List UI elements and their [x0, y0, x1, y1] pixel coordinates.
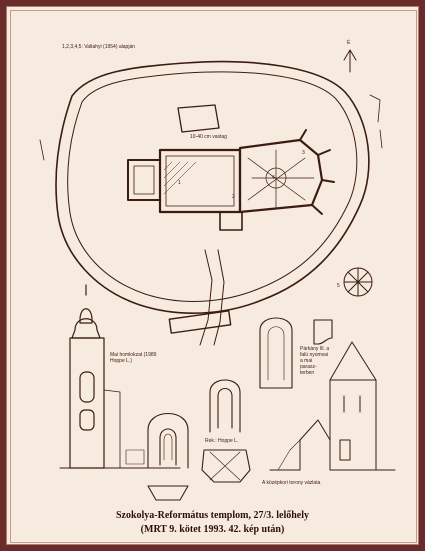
- inner-border: [10, 10, 417, 543]
- plan-number-3: 3: [302, 150, 305, 156]
- south-path: [199, 249, 213, 346]
- north-gatehouse: [177, 104, 220, 133]
- south-gate: [168, 310, 232, 334]
- south-chapel: [219, 211, 243, 231]
- tower-elevation: [59, 284, 181, 469]
- wall-thickness-note: 10-40 cm vastag: [190, 134, 227, 140]
- medieval-tower-sketch: [269, 341, 396, 471]
- outer-enclosure-wall: [55, 60, 370, 315]
- plan-number-1: 1: [178, 180, 181, 186]
- plan-number-4: 4: [272, 175, 275, 181]
- survey-note: 1,2,3,4,5: Valtahyi (1954) alapján: [62, 44, 136, 50]
- rek-note: Rek.: Hoppe L.: [205, 438, 239, 444]
- north-arrow: [343, 49, 357, 73]
- nave-hatching: [163, 161, 197, 195]
- west-tower-inner: [133, 165, 155, 195]
- plan-number-5: 5: [337, 283, 340, 289]
- medieval-tower-note: A középkori torony vázlata: [262, 480, 321, 486]
- caption-line-2: (MRT 9. kötet 1993. 42. kép után): [140, 524, 285, 535]
- west-tower: [127, 159, 161, 201]
- buttresses: [299, 129, 335, 215]
- plan-number-2: 2: [232, 194, 235, 200]
- church-nave: [158, 148, 242, 214]
- church-nave-inner: [165, 155, 235, 207]
- vault-ribs: [247, 149, 315, 209]
- north-letter: É: [347, 40, 351, 46]
- detail-5-rosette: [343, 267, 373, 297]
- tower-note: Mai homlokzat (1989 Hoppe L.): [110, 352, 157, 364]
- vault-boss: [265, 167, 287, 189]
- bracket-detail: [313, 319, 333, 345]
- south-path-2: [213, 249, 225, 346]
- arch-reconstruction: [201, 379, 251, 483]
- window-elevation: [147, 412, 189, 501]
- survey-fragment-east: [369, 94, 383, 149]
- survey-fragment-west: [39, 139, 45, 161]
- caption-line-1: Szokolya-Református templom, 27/3. lelőh…: [115, 510, 310, 521]
- parkany-note: Párkány lII. a falú nyomvai a mai parasz…: [300, 346, 330, 376]
- outer-enclosure-wall-inner: [67, 71, 358, 302]
- niche-elevation: [259, 317, 293, 389]
